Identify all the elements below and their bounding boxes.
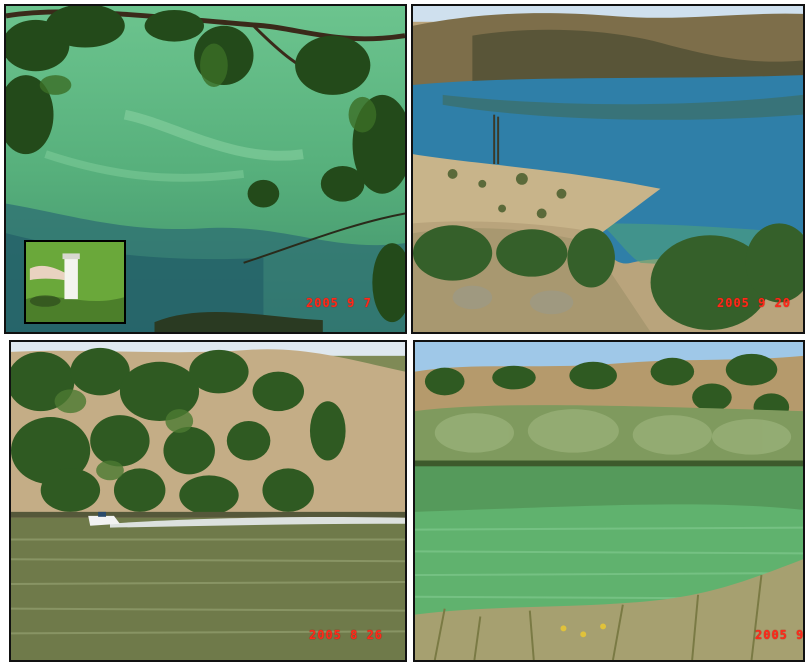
photo-algae-shoreline: 2005 9 7 — [4, 4, 407, 334]
green-pond-scene — [415, 342, 803, 660]
sample-jar-inset — [24, 240, 126, 324]
photo-green-pond: 2005 9 — [413, 340, 805, 662]
date-stamp: 2005 9 — [755, 628, 805, 642]
photo-boat-on-river: 2005 8 26 — [9, 340, 407, 662]
date-stamp: 2005 9 7 — [306, 296, 372, 310]
river-boat-scene — [11, 342, 405, 660]
date-stamp: 2005 8 26 — [309, 628, 384, 642]
date-stamp: 2005 9 20 — [717, 296, 792, 310]
photo-reservoir-hills: 2005 9 20 — [411, 4, 805, 334]
reservoir-scene — [413, 6, 803, 332]
sample-jar-image — [26, 242, 124, 322]
